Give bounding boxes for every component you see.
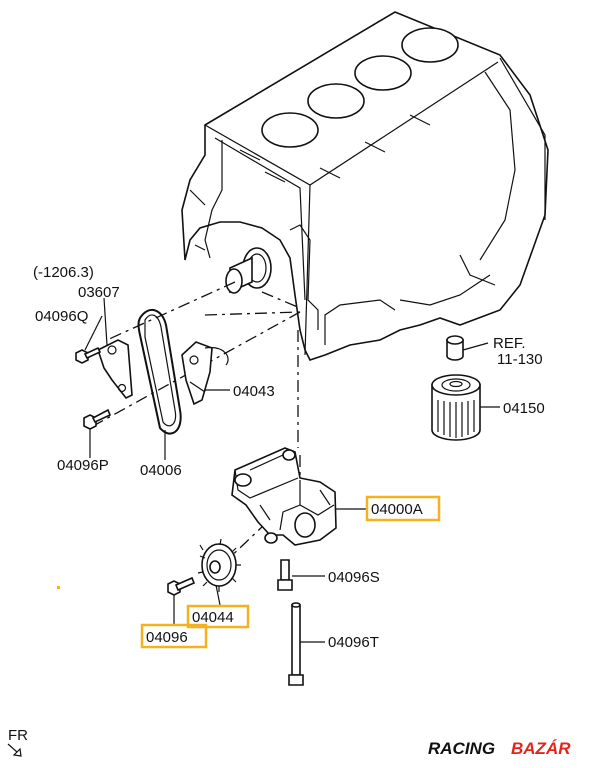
engine-block (181, 11, 549, 361)
logo-racing: RACING (428, 739, 495, 758)
label-04150: 04150 (503, 400, 545, 417)
highlight-04096 (140, 623, 208, 649)
label-04043: 04043 (233, 383, 275, 400)
highlight-boxes (57, 495, 441, 649)
highlight-04000A (365, 495, 441, 522)
oil-pump (231, 447, 337, 546)
chain-guide (97, 339, 133, 400)
bolt-04096Q (75, 346, 102, 364)
label-date-range: (-1206.3) (33, 264, 94, 281)
label-04000A: 04000A (371, 501, 423, 518)
oil-pump-chain (137, 309, 182, 435)
front-direction-arrow (7, 743, 22, 757)
label-04006: 04006 (140, 462, 182, 479)
label-04096P: 04096P (57, 457, 109, 474)
crank-sprocket (225, 247, 272, 294)
bolt-04096P (83, 408, 112, 430)
callout-lines (84, 297, 500, 643)
bolt-04096S (277, 559, 293, 591)
label-04096: 04096 (146, 629, 188, 646)
label-04044: 04044 (192, 609, 234, 626)
label-fr: FR (8, 727, 28, 744)
label-04096T: 04096T (328, 634, 379, 651)
label-ref: REF. (493, 335, 526, 352)
label-03607: 03607 (78, 284, 120, 301)
pump-sprocket (197, 538, 241, 592)
label-04096Q: 04096Q (35, 308, 88, 325)
label-04096S: 04096S (328, 569, 380, 586)
orange-dot (57, 586, 60, 589)
oil-filter (431, 374, 481, 441)
highlight-04044 (186, 604, 250, 629)
bolt-04096T (288, 602, 304, 686)
dowel-pin (446, 335, 464, 361)
part-labels: (-1206.3) 03607 04096Q 04096P 04006 0404… (8, 264, 545, 744)
chain-tensioner (181, 341, 229, 406)
bolt-04096 (167, 576, 196, 596)
logo-bazar: BAZÁR (511, 739, 571, 758)
label-ref-num: 11-130 (497, 351, 543, 368)
racing-bazar-logo: RACING BAZÁR (428, 739, 571, 758)
